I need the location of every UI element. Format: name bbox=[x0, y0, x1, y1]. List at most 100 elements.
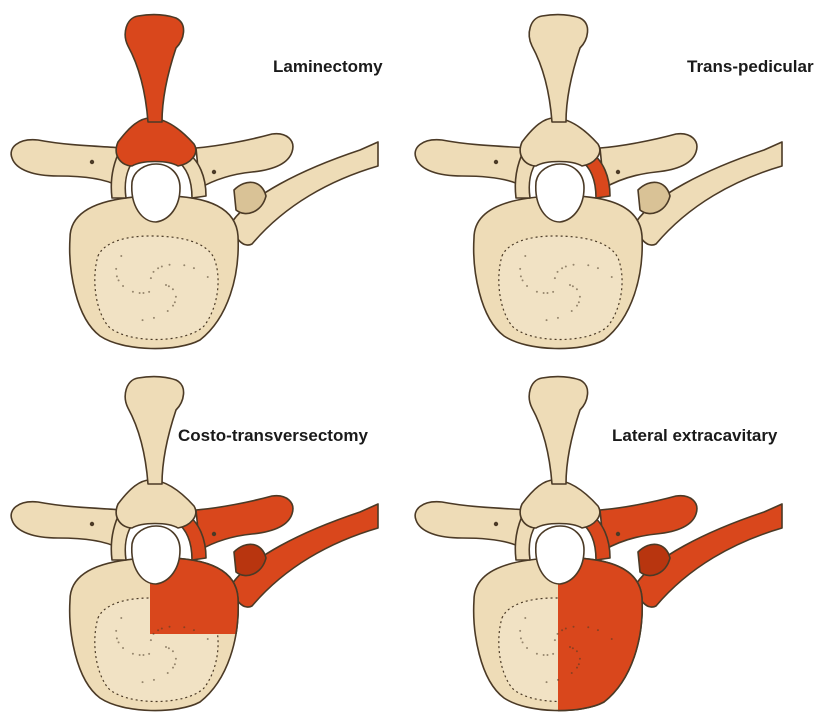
bone-texture bbox=[142, 292, 144, 294]
panel-label: Trans-pedicular bbox=[687, 57, 814, 77]
panel-label: Laminectomy bbox=[273, 57, 383, 77]
bone-texture bbox=[573, 264, 575, 266]
bone-texture bbox=[546, 292, 548, 294]
bone-texture bbox=[524, 617, 526, 619]
lamina bbox=[520, 480, 600, 528]
bone-texture bbox=[169, 626, 171, 628]
bone-texture bbox=[142, 681, 144, 683]
bone-texture bbox=[172, 667, 174, 669]
bone-texture bbox=[543, 654, 545, 656]
panel-label: Costo-transversectomy bbox=[178, 426, 368, 446]
bone-texture bbox=[569, 284, 571, 286]
bone-texture bbox=[557, 317, 559, 319]
bone-texture bbox=[543, 292, 545, 294]
bone-texture bbox=[579, 658, 581, 660]
panel-lateral-extracavitary: Lateral extracavitary bbox=[404, 362, 820, 723]
bone-texture bbox=[569, 646, 571, 648]
bone-texture bbox=[183, 626, 185, 628]
bone-texture bbox=[122, 647, 124, 649]
bone-texture bbox=[587, 264, 589, 266]
foramen-dot bbox=[212, 532, 216, 536]
bone-texture bbox=[174, 663, 176, 665]
bone-texture bbox=[139, 654, 141, 656]
bone-texture bbox=[132, 291, 134, 293]
bone-texture bbox=[536, 291, 538, 293]
bone-texture bbox=[554, 277, 556, 279]
bone-texture bbox=[572, 285, 574, 287]
foramen-dot bbox=[616, 170, 620, 174]
foramen-dot bbox=[494, 522, 498, 526]
bone-texture bbox=[546, 319, 548, 321]
bone-texture bbox=[142, 654, 144, 656]
bone-texture bbox=[207, 276, 209, 278]
bone-texture bbox=[150, 277, 152, 279]
bone-texture bbox=[611, 276, 613, 278]
bone-texture bbox=[116, 275, 118, 277]
bone-texture bbox=[611, 638, 613, 640]
transverse-process-right bbox=[600, 134, 697, 188]
bone-texture bbox=[132, 653, 134, 655]
bone-texture bbox=[207, 638, 209, 640]
transverse-process-left bbox=[415, 140, 526, 186]
bone-texture bbox=[536, 653, 538, 655]
bone-texture bbox=[161, 628, 163, 630]
bone-texture bbox=[153, 679, 155, 681]
bone-texture bbox=[557, 271, 559, 273]
bone-texture bbox=[526, 285, 528, 287]
bone-texture bbox=[520, 637, 522, 639]
bone-texture bbox=[520, 275, 522, 277]
vertebral-body-endplate bbox=[499, 236, 622, 340]
bone-texture bbox=[579, 296, 581, 298]
bone-texture bbox=[157, 267, 159, 269]
spinous-process bbox=[125, 377, 183, 484]
foramen-dot bbox=[494, 160, 498, 164]
bone-texture bbox=[148, 653, 150, 655]
vertebra-illustration bbox=[0, 362, 416, 723]
bone-texture bbox=[153, 271, 155, 273]
bone-texture bbox=[175, 658, 177, 660]
foramen-dot bbox=[212, 170, 216, 174]
bone-texture bbox=[120, 617, 122, 619]
bone-texture bbox=[118, 641, 120, 643]
bone-texture bbox=[172, 288, 174, 290]
panel-costo-transversectomy: Costo-transversectomy bbox=[0, 362, 416, 723]
spinous-process bbox=[125, 15, 183, 122]
spinous-process bbox=[529, 377, 587, 484]
bone-texture bbox=[175, 296, 177, 298]
bone-texture bbox=[546, 654, 548, 656]
bone-texture bbox=[557, 679, 559, 681]
transverse-process-left bbox=[11, 140, 122, 186]
bone-texture bbox=[552, 291, 554, 293]
bone-texture bbox=[172, 650, 174, 652]
lamina bbox=[116, 118, 196, 166]
bone-texture bbox=[524, 255, 526, 257]
panel-laminectomy: Laminectomy bbox=[0, 0, 416, 361]
panel-label: Lateral extracavitary bbox=[612, 426, 777, 446]
bone-texture bbox=[153, 633, 155, 635]
lamina bbox=[116, 480, 196, 528]
bone-texture bbox=[122, 285, 124, 287]
bone-texture bbox=[526, 647, 528, 649]
bone-texture bbox=[115, 268, 117, 270]
bone-texture bbox=[576, 650, 578, 652]
bone-texture bbox=[597, 629, 599, 631]
lamina bbox=[520, 118, 600, 166]
bone-texture bbox=[571, 672, 573, 674]
bone-texture bbox=[546, 681, 548, 683]
vertebra-illustration bbox=[404, 0, 820, 361]
bone-texture bbox=[576, 305, 578, 307]
foramen-dot bbox=[616, 532, 620, 536]
spinous-process bbox=[529, 15, 587, 122]
transverse-process-right bbox=[196, 496, 293, 550]
bone-texture bbox=[578, 663, 580, 665]
foramen-dot bbox=[90, 160, 94, 164]
bone-texture bbox=[167, 672, 169, 674]
bone-texture bbox=[120, 255, 122, 257]
vertebra-illustration bbox=[404, 362, 820, 723]
bone-texture bbox=[522, 279, 524, 281]
bone-texture bbox=[165, 284, 167, 286]
transverse-process-left bbox=[11, 502, 122, 548]
bone-texture bbox=[116, 637, 118, 639]
bone-texture bbox=[153, 317, 155, 319]
bone-texture bbox=[168, 647, 170, 649]
